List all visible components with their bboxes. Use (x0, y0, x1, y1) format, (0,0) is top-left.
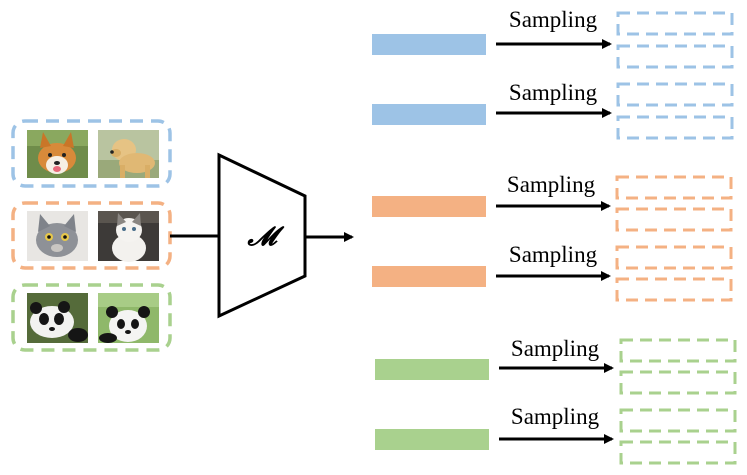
sample-box-green-1a (619, 338, 737, 363)
sample-box-blue-1b (616, 44, 734, 69)
cat-gray-icon (27, 211, 88, 261)
sample-box-green-1b (619, 370, 737, 395)
panda-lying-icon (27, 293, 88, 343)
sample-box-orange-2b (615, 277, 733, 302)
sample-box-orange-1b (615, 207, 733, 232)
dog-group-box (11, 119, 172, 188)
sample-box-blue-2b (616, 115, 734, 140)
dog-corgi-icon (27, 130, 88, 178)
model-block (217, 152, 307, 319)
embedding-bar-blue-2 (372, 104, 486, 125)
sampling-label-blue-2: Sampling (509, 80, 598, 105)
embedding-bar-green-1 (375, 359, 489, 380)
sample-box-orange-1a (615, 175, 733, 200)
sampling-label-orange-1: Sampling (507, 172, 596, 197)
sampling-label-blue-1: Sampling (509, 7, 598, 32)
sampling-label-green-1: Sampling (511, 336, 600, 361)
sample-box-green-2b (619, 440, 737, 465)
panda-sitting-icon (98, 293, 159, 343)
cat-white-icon (98, 211, 159, 262)
embedding-bar-blue-1 (372, 34, 486, 55)
sample-box-blue-2a (616, 82, 734, 107)
embedding-bar-green-2 (375, 429, 489, 450)
sample-box-orange-2a (615, 245, 733, 270)
sample-box-green-2a (619, 408, 737, 433)
sampling-label-orange-2: Sampling (509, 242, 598, 267)
sampling-label-green-2: Sampling (511, 404, 600, 429)
dog-labrador-icon (98, 130, 159, 178)
sample-box-blue-1a (616, 11, 734, 36)
embedding-bar-orange-1 (372, 196, 486, 217)
embedding-bar-orange-2 (372, 266, 486, 287)
panda-group-box (11, 283, 172, 352)
